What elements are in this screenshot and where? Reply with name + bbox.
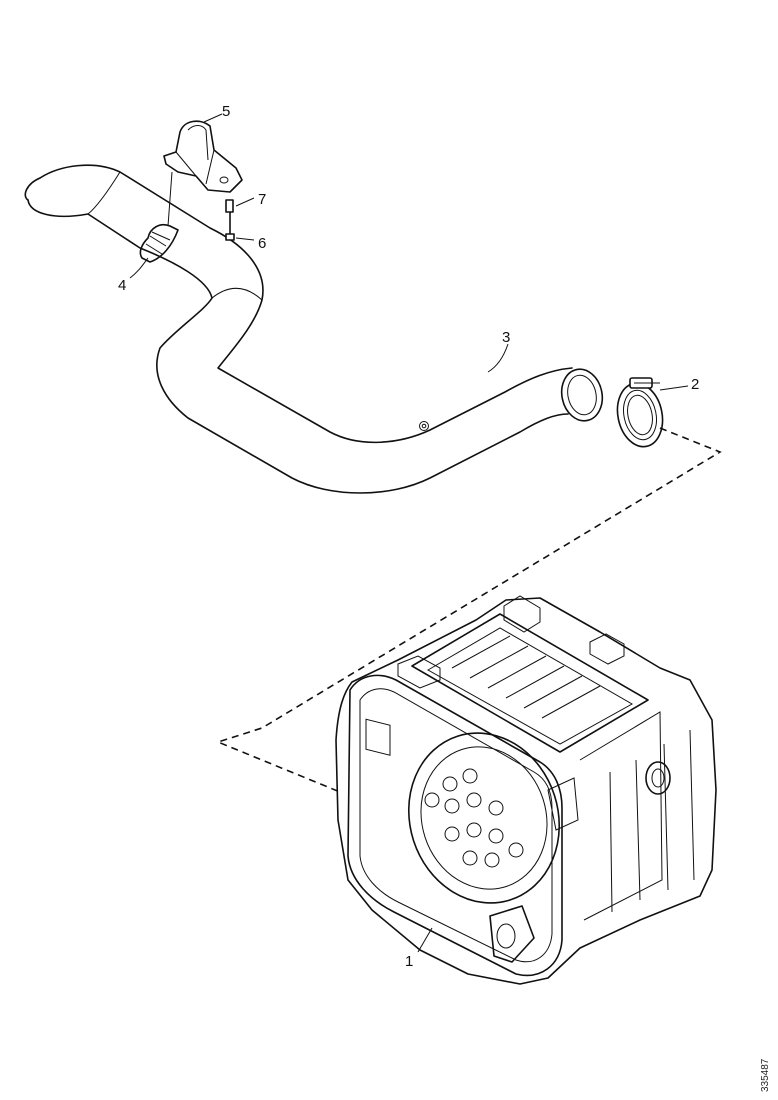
perforation-holes <box>424 768 524 868</box>
bolt-and-nut <box>225 199 235 241</box>
callout-7: 7 <box>258 191 266 208</box>
mounting-bracket <box>163 120 243 227</box>
callout-2: 2 <box>691 376 699 393</box>
alignment-guides <box>215 427 722 793</box>
exhaust-pipe <box>24 164 604 494</box>
pipe-clamp <box>139 223 179 263</box>
callout-5: 5 <box>222 103 230 120</box>
v-band-clamp <box>616 377 664 448</box>
callout-1: 1 <box>405 953 413 970</box>
callout-3: 3 <box>502 329 510 346</box>
callout-4: 4 <box>118 277 126 294</box>
silencer-unit <box>335 595 717 985</box>
document-number: 335487 <box>760 1058 771 1092</box>
leader-lines <box>129 113 689 953</box>
callout-6: 6 <box>258 235 266 252</box>
